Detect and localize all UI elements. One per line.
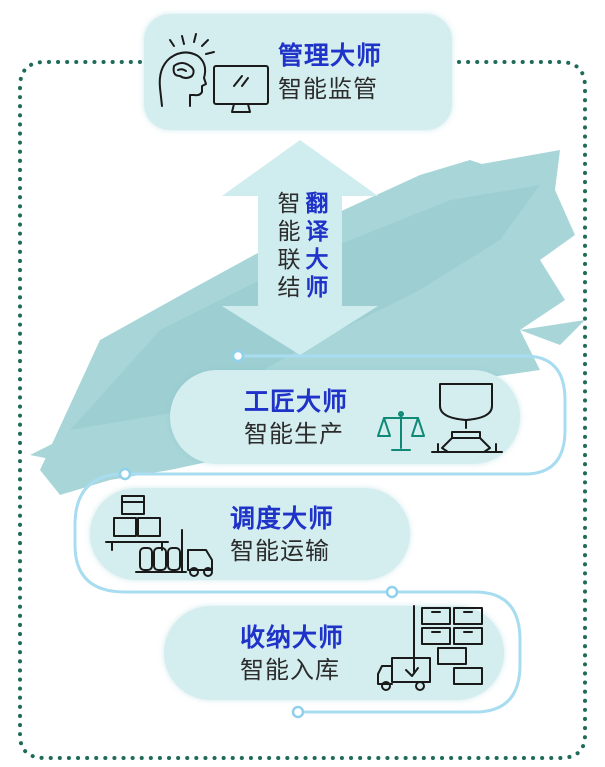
- forklift-cargo-icon: [105, 495, 213, 577]
- brain-computer-icon: [158, 33, 269, 113]
- card-subtitle: 智能运输: [230, 537, 330, 565]
- card-craft: 工匠大师 智能生产: [170, 370, 520, 464]
- connector-char: 翻: [305, 191, 329, 217]
- card-title: 收纳大师: [240, 623, 345, 652]
- card-management: 管理大师 智能监管: [144, 14, 452, 130]
- connector-char: 能: [277, 219, 301, 245]
- connector-char: 译: [305, 219, 329, 245]
- dotted-frame: [18, 60, 587, 760]
- card-title: 调度大师: [230, 504, 335, 533]
- card-title: 管理大师: [278, 41, 383, 70]
- truck-warehouse-icon: [377, 605, 483, 691]
- connector-char: 智: [277, 191, 301, 217]
- card-storage: 收纳大师 智能入库: [164, 605, 504, 700]
- connector-char: 结: [277, 275, 301, 301]
- scale-robot-arm-icon: [377, 383, 503, 453]
- connector-char: 大: [305, 247, 329, 273]
- connector-text-right: 翻 译 大 师: [304, 190, 330, 302]
- flow-dots: [118, 349, 399, 719]
- card-subtitle: 智能生产: [244, 420, 344, 448]
- card-subtitle: 智能入库: [240, 656, 340, 684]
- connector-text-left: 智 能 联 结: [276, 190, 302, 302]
- card-title: 工匠大师: [244, 387, 349, 416]
- card-dispatch: 调度大师 智能运输: [90, 488, 410, 580]
- connector-char: 师: [305, 275, 329, 301]
- connector-char: 联: [277, 247, 301, 273]
- flow-line: [73, 354, 567, 714]
- card-subtitle: 智能监管: [278, 75, 378, 103]
- double-arrow: [222, 140, 378, 355]
